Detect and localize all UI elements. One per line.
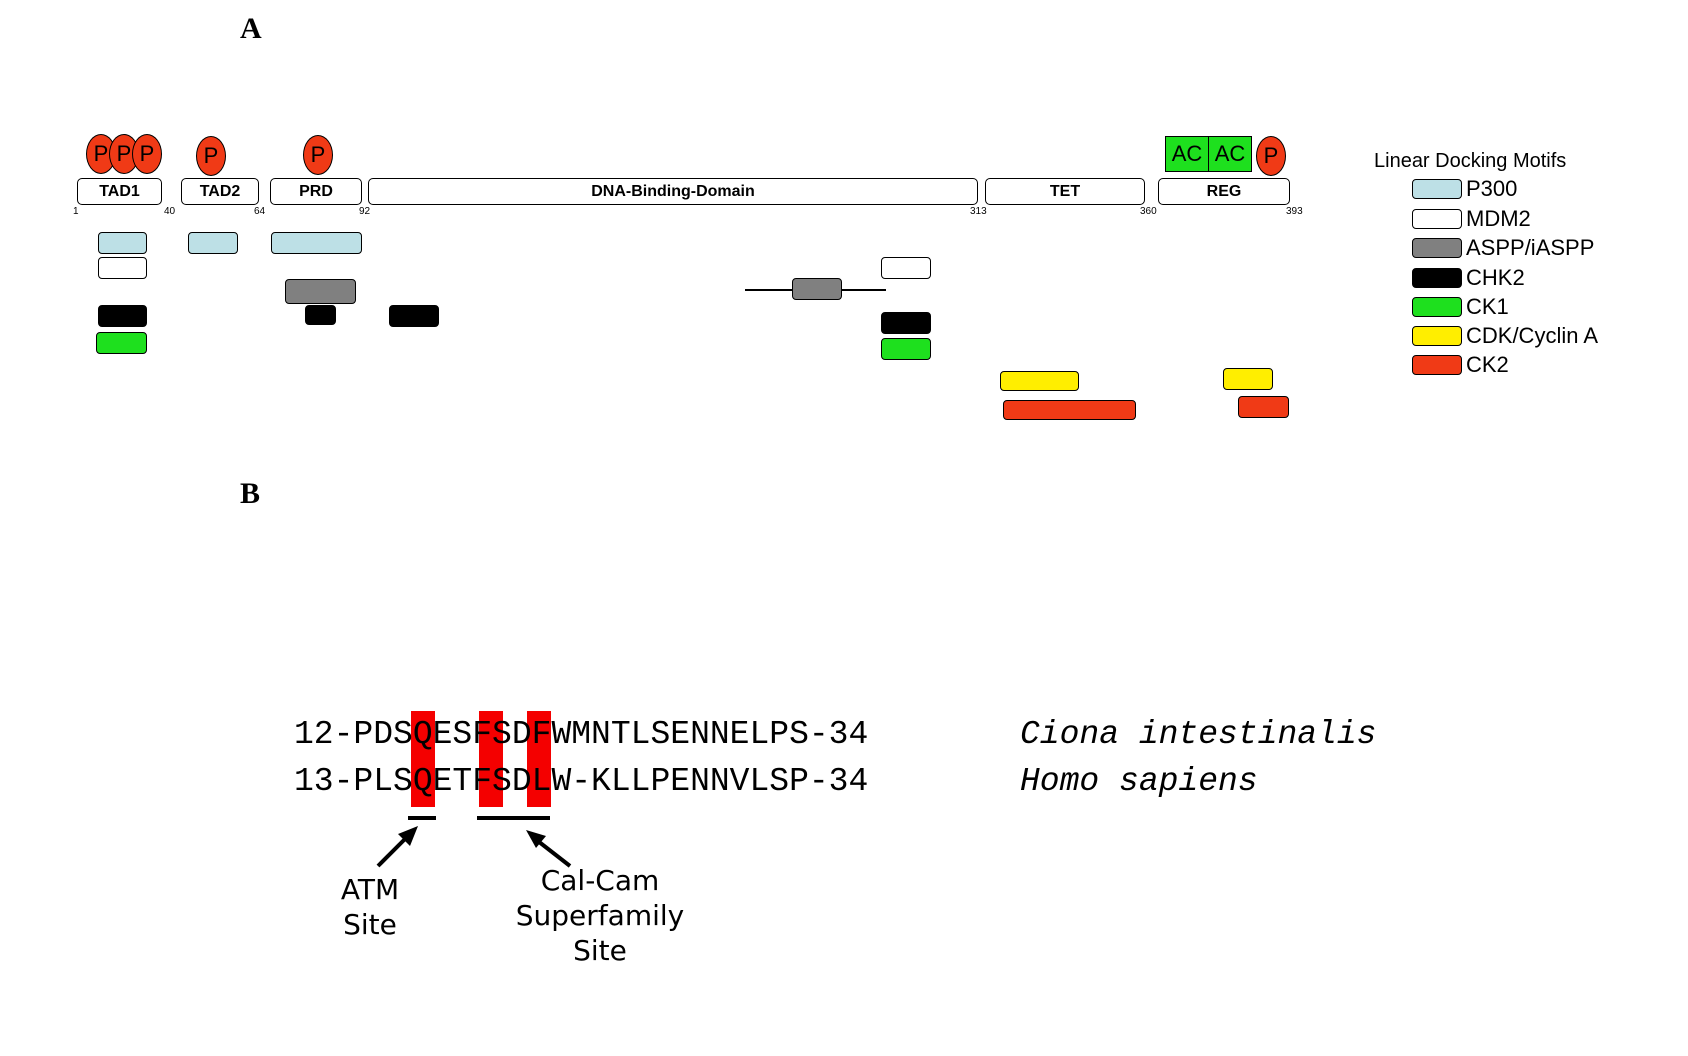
motif-p300 [98, 232, 147, 254]
acetylation-site: AC [1208, 136, 1252, 172]
motif-p300 [271, 232, 362, 254]
legend-swatch [1412, 326, 1462, 346]
motif-chk2 [305, 305, 336, 325]
motif-ck1 [96, 332, 147, 354]
motif-mdm2 [98, 257, 147, 279]
calcam-site-label: Cal-Cam Superfamily Site [515, 864, 685, 967]
motif-cdk-cyclin-a [1000, 371, 1079, 391]
motif-cdk-cyclin-a [1223, 368, 1273, 390]
sequence-homo: 13-PLSQETFSDLW-KLLPENNVLSP-34 [294, 763, 869, 800]
position-label: 40 [164, 206, 176, 217]
panel-b-label: B [240, 477, 261, 510]
position-label: 64 [254, 206, 266, 217]
legend-item-cdk-cyclin-a: CDK/Cyclin A [1412, 323, 1598, 349]
legend-item-ck2: CK2 [1412, 352, 1509, 378]
position-label: 92 [359, 206, 371, 217]
sequence-ciona: 12-PDSQESFSDFWMNTLSENNELPS-34 [294, 716, 869, 753]
motif-chk2 [389, 305, 439, 327]
phospho-site: P [1256, 136, 1286, 176]
residue-highlight [411, 711, 435, 807]
legend-swatch [1412, 355, 1462, 375]
acetylation-site: AC [1165, 136, 1209, 172]
domain-prd: PRD [270, 178, 362, 205]
atm-arrowhead [398, 826, 418, 846]
position-label: 393 [1286, 206, 1303, 217]
domain-tad1: TAD1 [77, 178, 162, 205]
motif-mdm2 [881, 257, 931, 279]
legend-swatch [1412, 297, 1462, 317]
domain-tet: TET [985, 178, 1145, 205]
legend-item-ck1: CK1 [1412, 294, 1509, 320]
legend-item-aspp: ASPP/iASPP [1412, 235, 1594, 261]
position-label: 313 [970, 206, 987, 217]
motif-ck2 [1238, 396, 1289, 418]
motif-aspp [792, 278, 842, 300]
legend-item-mdm2: MDM2 [1412, 206, 1531, 232]
legend-swatch [1412, 209, 1462, 229]
motif-aspp [285, 279, 356, 304]
phospho-site: P [196, 136, 226, 176]
motif-ck2 [1003, 400, 1136, 420]
atm-site-label: ATM Site [340, 873, 400, 941]
residue-highlight [479, 711, 503, 807]
legend-swatch [1412, 268, 1462, 288]
domain-reg: REG [1158, 178, 1290, 205]
legend-title: Linear Docking Motifs [1374, 150, 1567, 172]
phospho-site: P [303, 135, 333, 175]
species-homo: Homo sapiens [1020, 763, 1258, 800]
motif-chk2 [98, 305, 147, 327]
panel-a-label: A [240, 12, 262, 45]
species-ciona: Ciona intestinalis [1020, 716, 1377, 753]
domain-dna-binding: DNA-Binding-Domain [368, 178, 978, 205]
phospho-site: P [132, 134, 162, 174]
position-label: 360 [1140, 206, 1157, 217]
legend-swatch [1412, 238, 1462, 258]
motif-p300 [188, 232, 238, 254]
domain-tad2: TAD2 [181, 178, 259, 205]
legend-item-p300: P300 [1412, 176, 1517, 202]
position-label: 1 [73, 206, 79, 217]
legend-item-chk2: CHK2 [1412, 265, 1525, 291]
motif-chk2 [881, 312, 931, 334]
legend-swatch [1412, 179, 1462, 199]
residue-highlight [527, 711, 551, 807]
motif-ck1 [881, 338, 931, 360]
calcam-arrowhead [526, 830, 546, 848]
